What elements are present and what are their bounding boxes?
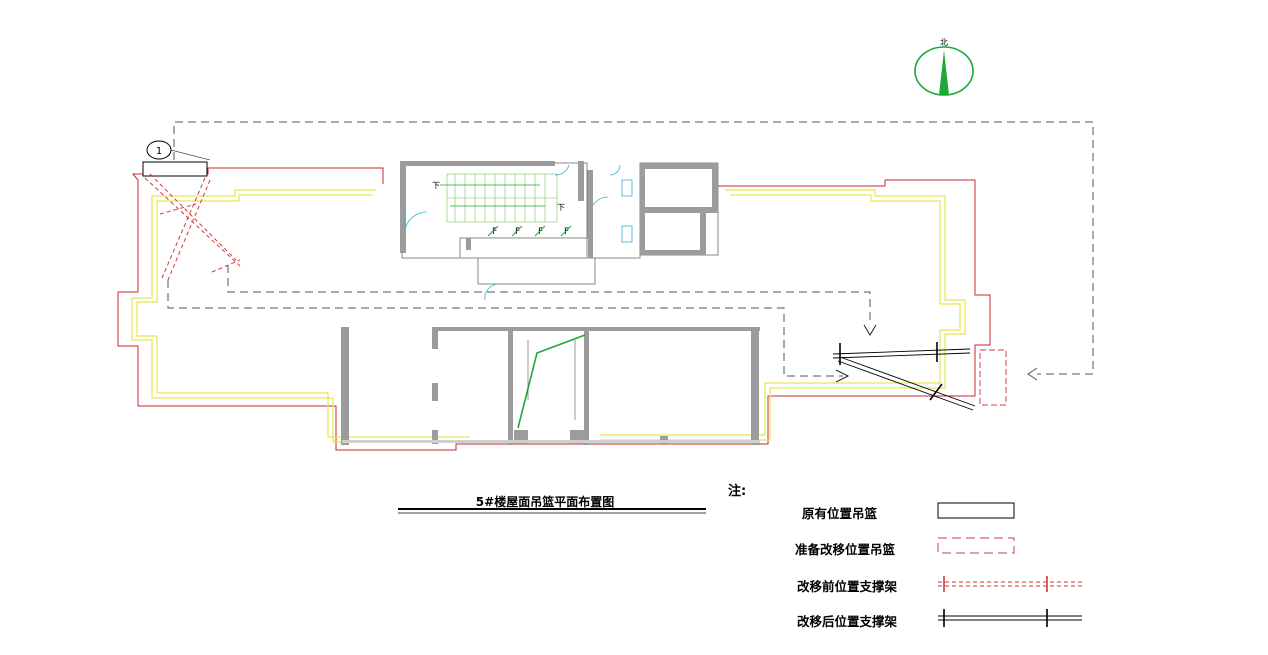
legend-symbol-support-after bbox=[938, 609, 1082, 627]
legend-label-original: 原有位置吊篮 bbox=[802, 506, 878, 521]
legend-symbol-original bbox=[937, 502, 1015, 519]
legend-symbol-planned bbox=[937, 537, 1015, 554]
stair-core: 下 下 F F F F bbox=[400, 161, 641, 301]
arrow-right bbox=[835, 369, 850, 383]
legend-label-planned: 准备改移位置吊篮 bbox=[795, 542, 896, 557]
original-basket bbox=[142, 161, 208, 177]
drawing-title: 5#楼屋面吊篮平面布置图 bbox=[475, 495, 615, 509]
door-label-2: F bbox=[515, 227, 520, 237]
green-stair-line bbox=[517, 334, 586, 429]
legend-label-support-after: 改移后位置支撑架 bbox=[797, 614, 898, 629]
north-compass: 北 bbox=[914, 38, 974, 96]
building-outline bbox=[117, 167, 991, 451]
parapet-line bbox=[131, 189, 966, 443]
title-underline bbox=[398, 508, 706, 514]
callout-number: 1 bbox=[156, 146, 162, 157]
right-rooms bbox=[639, 162, 719, 256]
legend-label-support-before: 改移前位置支撑架 bbox=[797, 579, 898, 594]
door-label-1: F bbox=[492, 227, 497, 237]
compass-north-label: 北 bbox=[940, 38, 948, 47]
arrow-left bbox=[1027, 367, 1038, 381]
note-label: 注: bbox=[728, 484, 747, 499]
relocation-path bbox=[167, 121, 1094, 377]
door-label-3: F bbox=[538, 227, 543, 237]
stair-down-label-top: 下 bbox=[432, 181, 440, 190]
stair-down-label-bottom: 下 bbox=[557, 203, 565, 212]
arrow-down bbox=[863, 324, 877, 336]
lower-block bbox=[341, 327, 760, 445]
door-label-4: F bbox=[564, 227, 569, 237]
planned-basket bbox=[979, 349, 1007, 406]
callout-1: 1 bbox=[146, 140, 211, 161]
legend-symbol-support-before bbox=[938, 576, 1082, 592]
support-after-frame bbox=[832, 342, 976, 411]
support-before-frame bbox=[144, 173, 241, 281]
